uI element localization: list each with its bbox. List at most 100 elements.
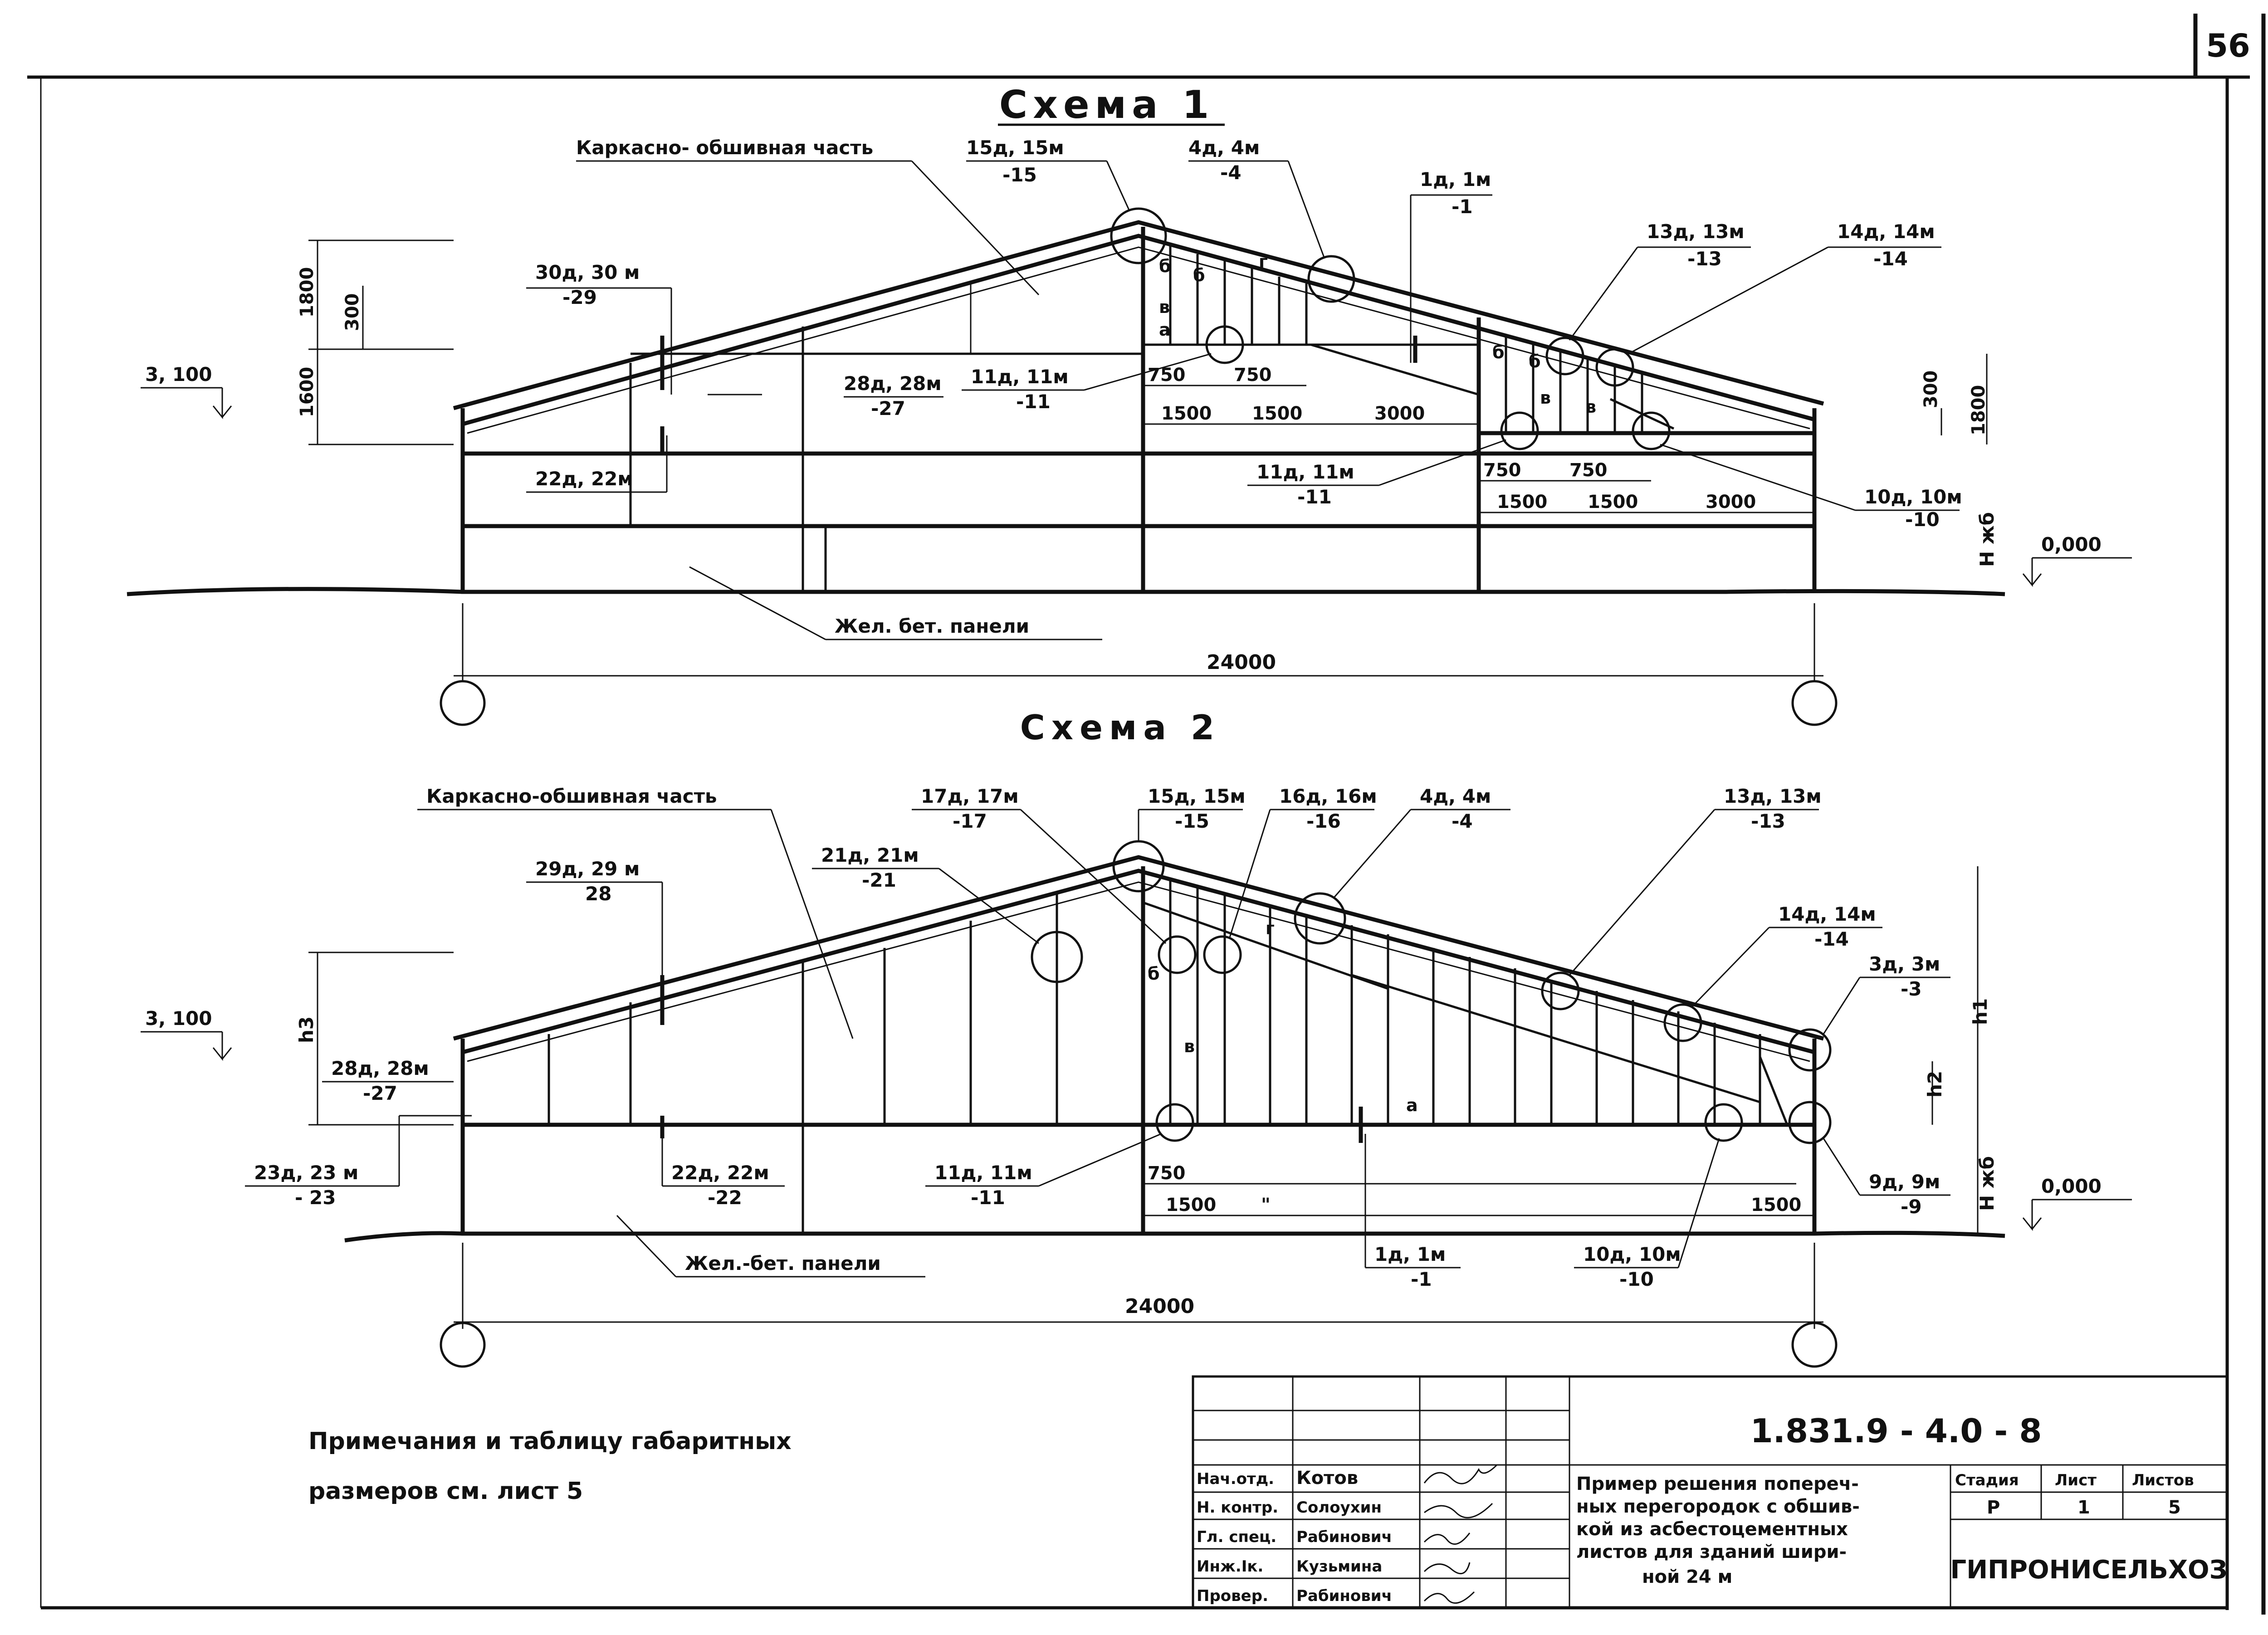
scheme2-mark-b: б (1148, 964, 1160, 984)
scheme2-dim-1500-b: 1500 (1751, 1195, 1801, 1215)
scheme1-dim-750-b: 750 (1234, 365, 1272, 386)
scheme1-mark-5: г (1259, 252, 1268, 272)
role-norm-control: Н. контр. (1197, 1498, 1278, 1517)
scheme1-axis-bubble-left (440, 680, 486, 726)
scheme2-element-marks: б в г а (1148, 918, 1418, 1115)
role-head-of-dept: Нач.отд. (1197, 1470, 1274, 1488)
scheme1-mark-9: в (1585, 397, 1596, 417)
scheme1-hzb-label: Н жб (1976, 512, 1998, 567)
title-block: 1.831.9 - 4.0 - 8 Нач.отд. Н. контр. Гл.… (1192, 1375, 2229, 1609)
scheme2-mark-a: а (1406, 1095, 1418, 1115)
scheme1-dimensions: 1800 1600 300 300 1800 750 750 1500 1500… (297, 239, 1989, 726)
scheme1-dim-3000-a: 3000 (1374, 403, 1425, 424)
scheme1-dim-1500-b: 1500 (1252, 403, 1302, 424)
scheme2-node-circle-17 (1158, 935, 1197, 974)
scheme2-label-1-sub: -1 (1411, 1268, 1432, 1290)
sheet-frame (27, 14, 2266, 1615)
scheme1-dim-1600-left: 1600 (297, 367, 318, 417)
scheme2-axis-bubble-left (440, 1322, 486, 1368)
scheme2-label-14-sub: -14 (1814, 928, 1849, 950)
scheme2-label-9-sub: -9 (1901, 1196, 1922, 1218)
name-chief-spec: Рабинович (1296, 1528, 1392, 1546)
scheme2-mark-g: г (1266, 918, 1275, 938)
scheme2-label-15-sub: -15 (1175, 810, 1209, 832)
scheme1-node-circle-15 (1110, 207, 1167, 264)
scheme1-label-4: 4д, 4м (1188, 137, 1260, 159)
role-engineer: Инж.Iк. (1197, 1557, 1263, 1576)
name-checker: Рабинович (1296, 1587, 1392, 1605)
scheme2-label-29: 29д, 29 м (535, 858, 640, 880)
scheme1-elev-left: 3, 100 (145, 363, 212, 386)
scheme1-mark-1: а (1159, 320, 1171, 340)
scheme2-h1-label: h1 (1969, 998, 1991, 1025)
scheme2-label-23: 23д, 23 м (254, 1162, 358, 1184)
scheme1-node-circle-10 (1632, 411, 1671, 450)
scheme2-label-22: 22д, 22м (671, 1162, 769, 1184)
scheme1-mark-6: б (1492, 342, 1505, 362)
scheme1-label-13: 13д, 13м (1647, 220, 1745, 243)
scheme1-label-4-sub: -4 (1220, 161, 1242, 184)
scheme1-dim-1500-d: 1500 (1588, 492, 1638, 512)
scheme2-hzb-label: Н жб (1976, 1156, 1998, 1211)
scheme1-detail-circles (1110, 207, 1671, 450)
scheme2-node-circle-13 (1541, 971, 1580, 1010)
scheme1-label-1-sub: -1 (1452, 195, 1473, 218)
scheme2-h2-label: h2 (1924, 1071, 1946, 1098)
scheme1-frame-part-label: Каркасно- обшивная часть (576, 137, 873, 159)
scheme1-dim-1800-right: 1800 (1968, 385, 1989, 435)
scheme2-label-10: 10д, 10м (1583, 1243, 1681, 1265)
scheme1-label-28: 28д, 28м (844, 372, 942, 395)
scheme2-label-17: 17д, 17м (921, 785, 1019, 807)
scheme2-node-circle-14 (1663, 1003, 1702, 1042)
sheet-number: 56 (2206, 27, 2250, 64)
scheme1-dim-1800-left: 1800 (297, 267, 318, 317)
scheme2-label-16-sub: -16 (1306, 810, 1341, 832)
scheme1-mark-4: в (1159, 297, 1170, 317)
scheme2-node-circle-15 (1112, 840, 1165, 893)
scheme2-node-circle-21 (1031, 931, 1083, 983)
scheme2-dimensions: 750 1500 1500 " 24000 (308, 866, 1979, 1368)
scheme2-label-21: 21д, 21м (821, 844, 919, 866)
scheme1-dim-1500-a: 1500 (1161, 403, 1212, 424)
scheme2-label-13-sub: -13 (1751, 810, 1785, 832)
organization: ГИПРОНИСЕЛЬХОЗ (1950, 1555, 2228, 1585)
scheme2-label-13: 13д, 13м (1724, 785, 1822, 807)
scheme2-node-circle-16 (1203, 935, 1242, 974)
scheme1-ground-line (127, 587, 2005, 596)
scheme1-dim-1500-c: 1500 (1497, 492, 1547, 512)
scheme1-elev-zero: 0,000 (2041, 533, 2102, 556)
scheme2-frame-part-label: Каркасно-обшивная часть (426, 785, 717, 807)
scheme1-label-30-sub: -29 (562, 286, 597, 308)
scheme2-title: Схема 2 (1020, 708, 1221, 747)
scheme2-axis-bubble-right (1791, 1322, 1838, 1368)
scheme1-label-13-sub: -13 (1687, 248, 1722, 270)
scheme1-dim-300-right: 300 (1921, 371, 1941, 409)
scheme1-mark-2: б (1159, 256, 1171, 276)
scheme2-h3-label: h3 (295, 1016, 318, 1043)
scheme1-label-14: 14д, 14м (1837, 220, 1935, 243)
document-code: 1.831.9 - 4.0 - 8 (1750, 1412, 2042, 1450)
scheme1-label-28-sub: -27 (871, 397, 905, 420)
scheme1-label-14-sub: -14 (1873, 248, 1908, 270)
description-line-1: Пример решения попереч- (1576, 1474, 1859, 1494)
sheet-value: 1 (2077, 1497, 2090, 1518)
scheme2-elev-left: 3, 100 (145, 1007, 212, 1030)
notes: Примечания и таблицу габаритных размеров… (308, 1428, 792, 1505)
scheme2-node-circle-4 (1294, 892, 1346, 945)
scheme2-label-23-sub: - 23 (295, 1186, 336, 1209)
scheme2-label-14: 14д, 14м (1778, 903, 1876, 925)
scheme1-label-10: 10д, 10м (1864, 486, 1962, 508)
scheme2-label-21-sub: -21 (862, 869, 896, 891)
scheme2-label-16: 16д, 16м (1279, 785, 1377, 807)
scheme1-label-11b-sub: -11 (1297, 486, 1332, 508)
scheme1-mark-8: в (1540, 388, 1551, 408)
scheme2-label-17-sub: -17 (953, 810, 987, 832)
scheme1-label-10-sub: -10 (1905, 508, 1940, 531)
scheme2-node-circle-3 (1788, 1028, 1832, 1072)
scheme2: Схема 2 (141, 708, 2132, 1368)
scheme2-dim-750: 750 (1148, 1163, 1186, 1184)
description-line-2: ных перегородок с обшив- (1576, 1496, 1860, 1517)
role-chief-spec: Гл. спец. (1197, 1528, 1276, 1546)
name-norm-control: Солоухин (1296, 1498, 1382, 1517)
scheme2-label-28: 28д, 28м (331, 1057, 429, 1079)
